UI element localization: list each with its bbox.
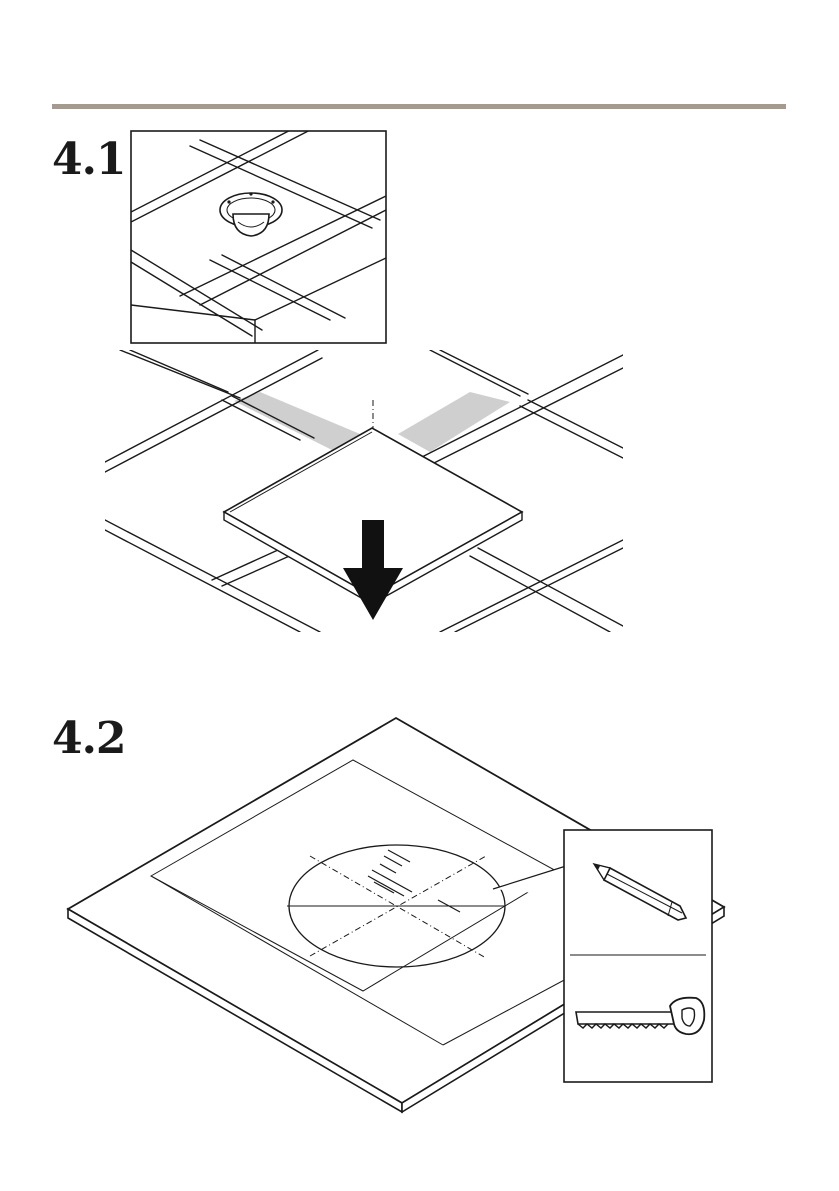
ceiling-inset [131, 120, 386, 343]
dome-camera-icon [220, 192, 282, 236]
tools-callout [564, 830, 712, 1082]
